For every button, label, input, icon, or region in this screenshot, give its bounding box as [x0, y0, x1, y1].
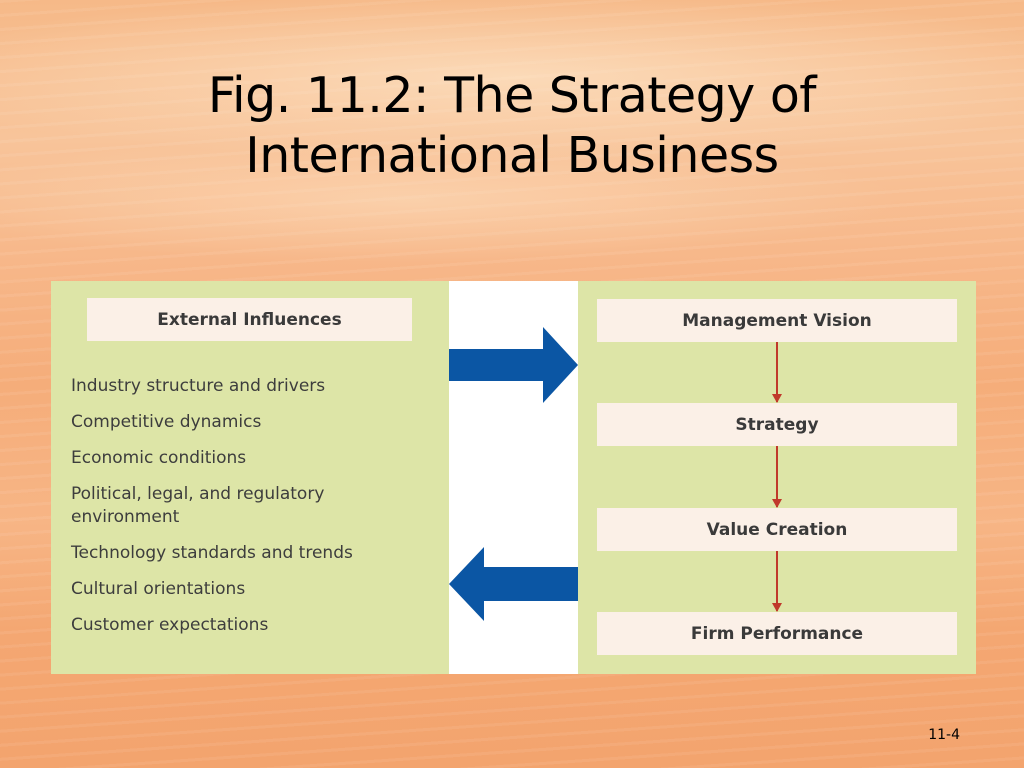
slide-title: Fig. 11.2: The Strategy of International…	[0, 66, 1024, 186]
flow-connector-arrow	[772, 446, 782, 508]
strategy-diagram: External Influences Industry structure a…	[51, 281, 976, 674]
stage-value-creation: Value Creation	[597, 508, 957, 551]
stage-strategy: Strategy	[597, 403, 957, 446]
slide-title-line-2: International Business	[245, 127, 779, 184]
stage-management-vision: Management Vision	[597, 299, 957, 342]
flow-connector-arrow	[772, 551, 782, 612]
influence-item: Customer expectations	[71, 615, 269, 635]
external-influences-panel: External Influences Industry structure a…	[51, 281, 449, 674]
influence-item: Political, legal, and regulatory environ…	[71, 484, 325, 527]
slide-title-line-1: Fig. 11.2: The Strategy of	[207, 67, 817, 124]
arrow-left-icon	[449, 547, 578, 621]
influence-item: Competitive dynamics	[71, 412, 262, 432]
influence-item: Industry structure and drivers	[71, 376, 326, 396]
arrow-right-icon	[449, 327, 578, 403]
flow-connector-arrow	[772, 342, 782, 403]
strategy-flow-panel: Management Vision Strategy Value Creatio…	[578, 281, 976, 674]
page-number: 11-4	[928, 727, 960, 743]
influence-item: Technology standards and trends	[71, 543, 353, 563]
external-influences-header: External Influences	[87, 298, 412, 341]
influence-item: Cultural orientations	[71, 579, 246, 599]
influence-item: Economic conditions	[71, 448, 247, 468]
stage-firm-performance: Firm Performance	[597, 612, 957, 655]
influences-list: Industry structure and drivers Competiti…	[71, 375, 391, 650]
